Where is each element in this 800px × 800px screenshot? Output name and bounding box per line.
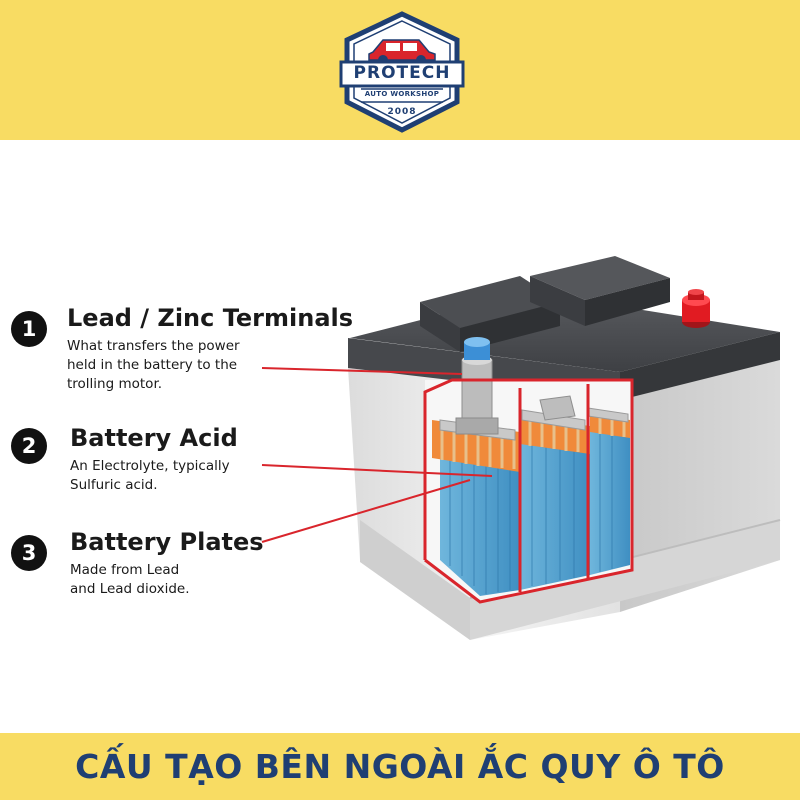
callout-number-3: 3 <box>11 535 47 571</box>
footer-band: CẤU TẠO BÊN NGOÀI ẮC QUY Ô TÔ <box>0 733 800 800</box>
callout-number-1: 1 <box>11 311 47 347</box>
positive-terminal-icon <box>682 289 710 328</box>
logo-name: PROTECH <box>353 63 451 83</box>
callout-desc-3: Made from Lead and Lead dioxide. <box>70 562 190 597</box>
negative-terminal-icon <box>455 337 499 435</box>
battery-plates <box>440 430 630 596</box>
callout-desc-2: An Electrolyte, typically Sulfuric acid. <box>70 458 230 493</box>
callout-desc-1: What transfers the power held in the bat… <box>67 338 240 392</box>
battery-lid-side <box>620 332 780 400</box>
callout-title-1: Lead / Zinc Terminals <box>67 304 354 332</box>
callout-title-3: Battery Plates <box>70 528 264 556</box>
cutaway-outline <box>423 378 634 604</box>
battery-base <box>360 520 470 640</box>
callout-lines <box>261 367 493 543</box>
logo-subtitle: AUTO WORKSHOP <box>364 90 440 98</box>
callout-title-2: Battery Acid <box>70 424 238 452</box>
protech-logo: PROTECH AUTO WORKSHOP 2008 <box>339 10 465 134</box>
logo-year: 2008 <box>387 107 417 117</box>
callout-number-2: 2 <box>11 428 47 464</box>
footer-title: CẤU TẠO BÊN NGOÀI ẮC QUY Ô TÔ <box>75 747 725 786</box>
